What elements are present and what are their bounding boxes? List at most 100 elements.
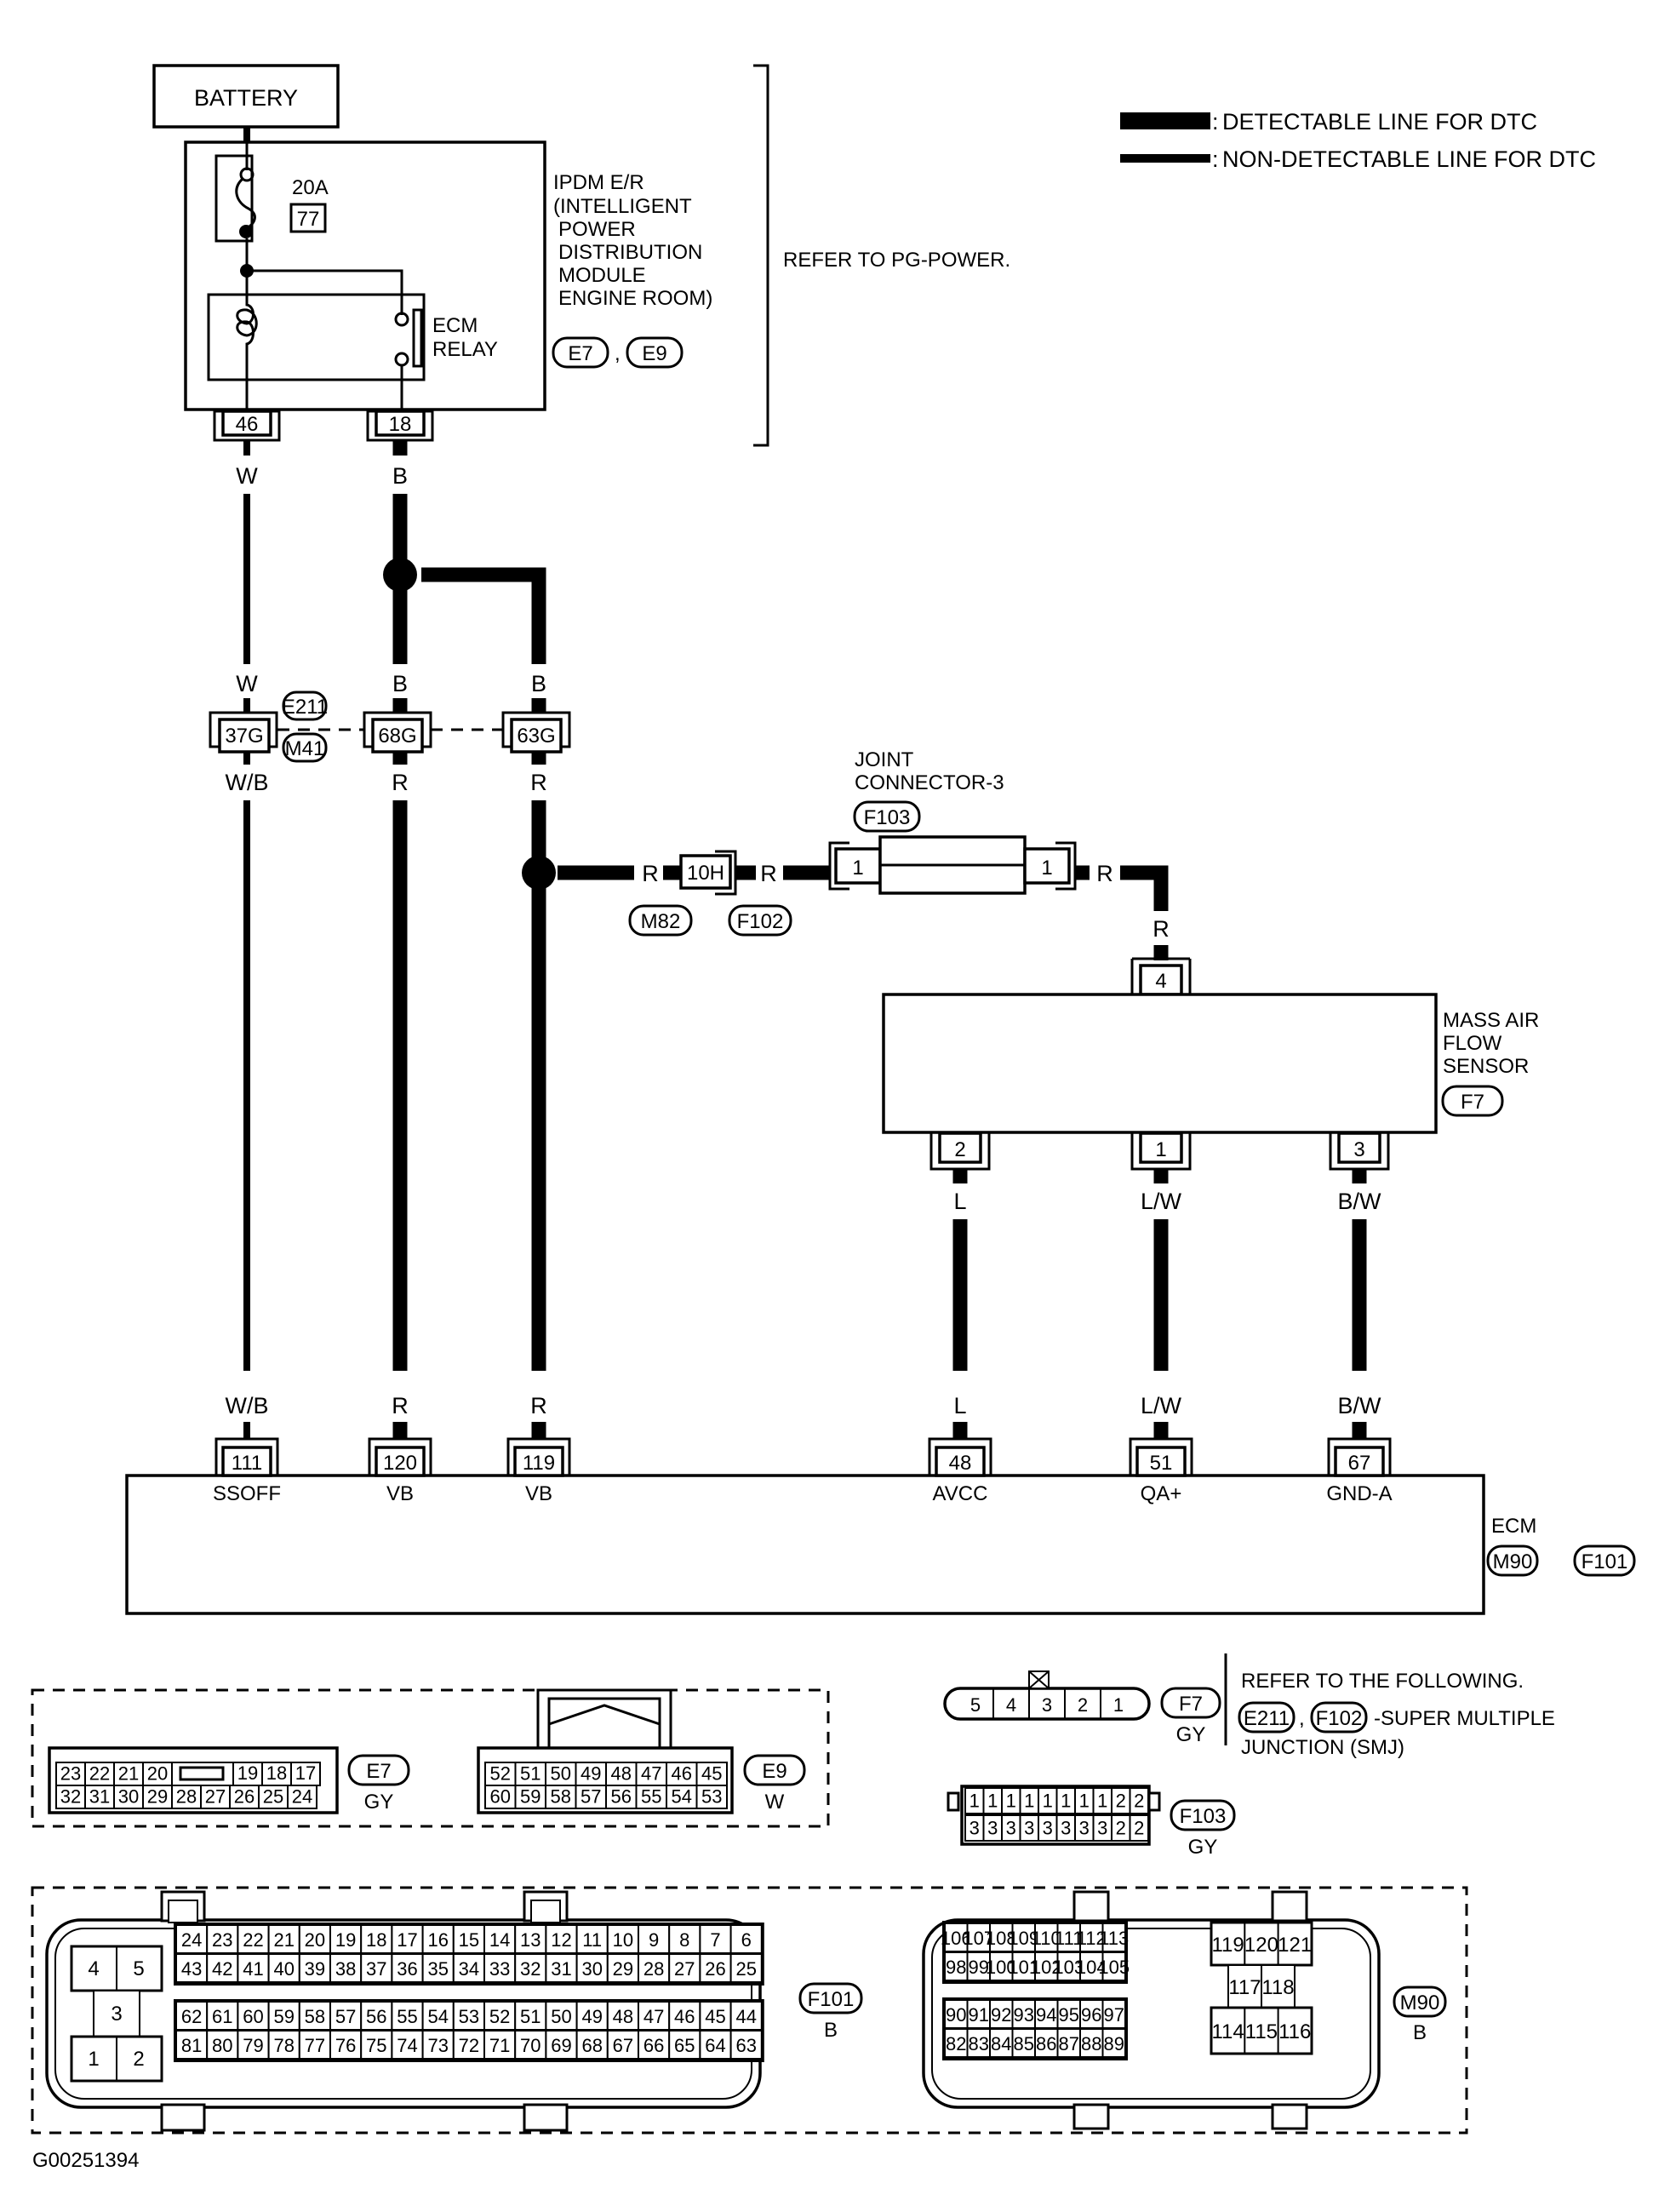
f101-cell: 16	[427, 1929, 448, 1951]
f101-cell: 45	[705, 2006, 725, 2027]
relay-contact-icon	[394, 312, 409, 327]
inline-connector-f102[interactable]: F102	[737, 910, 784, 933]
f101-cell: 68	[581, 2035, 602, 2056]
m90-cell: 113	[1099, 1928, 1129, 1949]
m90-cell: 106	[941, 1928, 972, 1949]
ecm: W/B111SSOFFR120VBR119VBL48AVCCL/W51QA+B/…	[125, 1393, 1636, 1615]
f7-cell: 3	[1042, 1694, 1052, 1716]
f101-cell: 37	[366, 1958, 386, 1980]
f101-cell: 39	[305, 1958, 325, 1980]
f101-cell: 59	[273, 2006, 294, 2027]
f101-cell: 67	[613, 2035, 633, 2056]
refer-following: REFER TO THE FOLLOWING. E211 , F102 -SUP…	[1224, 1653, 1555, 1759]
wire-label: L/W	[1141, 1189, 1182, 1214]
m90-cell: 98	[946, 1957, 966, 1978]
refer-connector-e211[interactable]: E211	[1244, 1707, 1290, 1730]
face-f7-id[interactable]: F7	[1179, 1693, 1203, 1716]
wire-label: R	[530, 1393, 547, 1418]
battery-label: BATTERY	[194, 85, 298, 111]
f101-cell: 53	[459, 2006, 479, 2027]
m90-cell: 116	[1278, 2020, 1311, 2043]
e9-cell: 54	[672, 1785, 692, 1807]
smj-connector-m41[interactable]: M41	[285, 737, 325, 760]
face-e9-id[interactable]: E9	[762, 1760, 786, 1783]
diagram-id: G00251394	[32, 2149, 139, 2172]
f101-cell: 36	[397, 1958, 417, 1980]
face-f103-id[interactable]: F103	[1180, 1805, 1227, 1828]
f101-cell: 48	[613, 2006, 633, 2027]
f101-cell: 42	[212, 1958, 232, 1980]
wires: W B W B B 37G 68G 63G E211 M41 W/B	[209, 440, 830, 1371]
joint-connector-f103[interactable]: F103	[864, 806, 911, 829]
m90-cell: 114	[1211, 2020, 1244, 2043]
f101-cell: 81	[181, 2035, 202, 2056]
e7-cell: 19	[237, 1762, 258, 1784]
f101-cell: 46	[674, 2006, 695, 2027]
wire-label: L	[953, 1189, 966, 1214]
joint-label-2: CONNECTOR-3	[855, 771, 1004, 794]
f101-cell: 7	[710, 1929, 720, 1951]
m90-cell: 87	[1059, 2033, 1079, 2054]
maf-label-3: SENSOR	[1443, 1055, 1529, 1078]
f101-cell: 70	[520, 2035, 541, 2056]
f7-cell: 1	[1113, 1694, 1124, 1716]
f101-cell: 62	[181, 2006, 202, 2027]
e7-cell: 17	[295, 1762, 316, 1784]
inline-connector-m82[interactable]: M82	[641, 910, 681, 933]
joint-pin-right: 1	[1041, 857, 1052, 880]
f103-cell: 1	[1006, 1791, 1016, 1812]
f103-cell: 2	[1134, 1791, 1144, 1812]
f101-cell: 6	[741, 1929, 752, 1951]
f7-cell: 4	[1006, 1694, 1016, 1716]
face-e7-id[interactable]: E7	[366, 1760, 391, 1783]
refer-comma: ,	[1299, 1707, 1305, 1730]
ecm-connector-f101[interactable]: F101	[1582, 1550, 1628, 1573]
m90-cell: 91	[969, 2004, 989, 2026]
smj-pin-68g: 68G	[378, 725, 416, 748]
e9-cell: 45	[701, 1762, 722, 1784]
f101-cell: 41	[243, 1958, 263, 1980]
f103-cell: 1	[1024, 1791, 1034, 1812]
e9-cell: 56	[611, 1785, 632, 1807]
f101-cell: 57	[335, 2006, 356, 2027]
smj-connector-e211[interactable]: E211	[282, 696, 328, 719]
f103-cell: 3	[1079, 1818, 1090, 1839]
ipdm-label-4: DISTRIBUTION	[558, 241, 702, 264]
e7-cell: 23	[60, 1762, 81, 1784]
ipdm-connector-e7[interactable]: E7	[568, 342, 592, 365]
m90-cell: 117	[1228, 1976, 1261, 1999]
f101-cell: 20	[305, 1929, 325, 1951]
splice-dot	[522, 856, 556, 890]
f101-cell: 18	[366, 1929, 386, 1951]
wire-label: R	[642, 861, 659, 886]
face-m90-id[interactable]: M90	[1400, 1991, 1440, 2014]
f101-cell: 44	[735, 2006, 756, 2027]
f103-cell: 1	[987, 1791, 998, 1812]
e9-cell: 59	[520, 1785, 541, 1807]
maf-pin: 3	[1353, 1138, 1364, 1161]
f101-cell: 5	[133, 1957, 144, 1980]
m90-cell: 93	[1014, 2004, 1034, 2026]
ecm-connector-m90[interactable]: M90	[1493, 1550, 1533, 1573]
f103-cell: 1	[1097, 1791, 1107, 1812]
face-e9-color: W	[765, 1791, 785, 1814]
ecm-label: ECM	[1491, 1515, 1536, 1538]
face-f101-id[interactable]: F101	[808, 1988, 855, 2011]
ipdm-connector-e9[interactable]: E9	[642, 342, 666, 365]
e7-cell: 24	[292, 1785, 312, 1807]
f101-cell: 34	[459, 1958, 479, 1980]
relay-box	[207, 293, 426, 381]
relay-label-2: RELAY	[432, 338, 498, 361]
refer-connector-f102[interactable]: F102	[1316, 1707, 1363, 1730]
f101-cell: 29	[613, 1958, 633, 1980]
f103-cell: 2	[1116, 1818, 1126, 1839]
f101-cell: 35	[427, 1958, 448, 1980]
ipdm-label-1: IPDM E/R	[553, 171, 644, 194]
battery: BATTERY	[152, 64, 340, 143]
maf-connector-f7[interactable]: F7	[1461, 1091, 1484, 1114]
f101-cell: 32	[520, 1958, 541, 1980]
f101-cell: 80	[212, 2035, 232, 2056]
ipdm-er: 20A 77 ECM RELAY IPDM E/R (INTELLIGENT P…	[184, 64, 1010, 447]
f103-cell: 3	[1061, 1818, 1071, 1839]
